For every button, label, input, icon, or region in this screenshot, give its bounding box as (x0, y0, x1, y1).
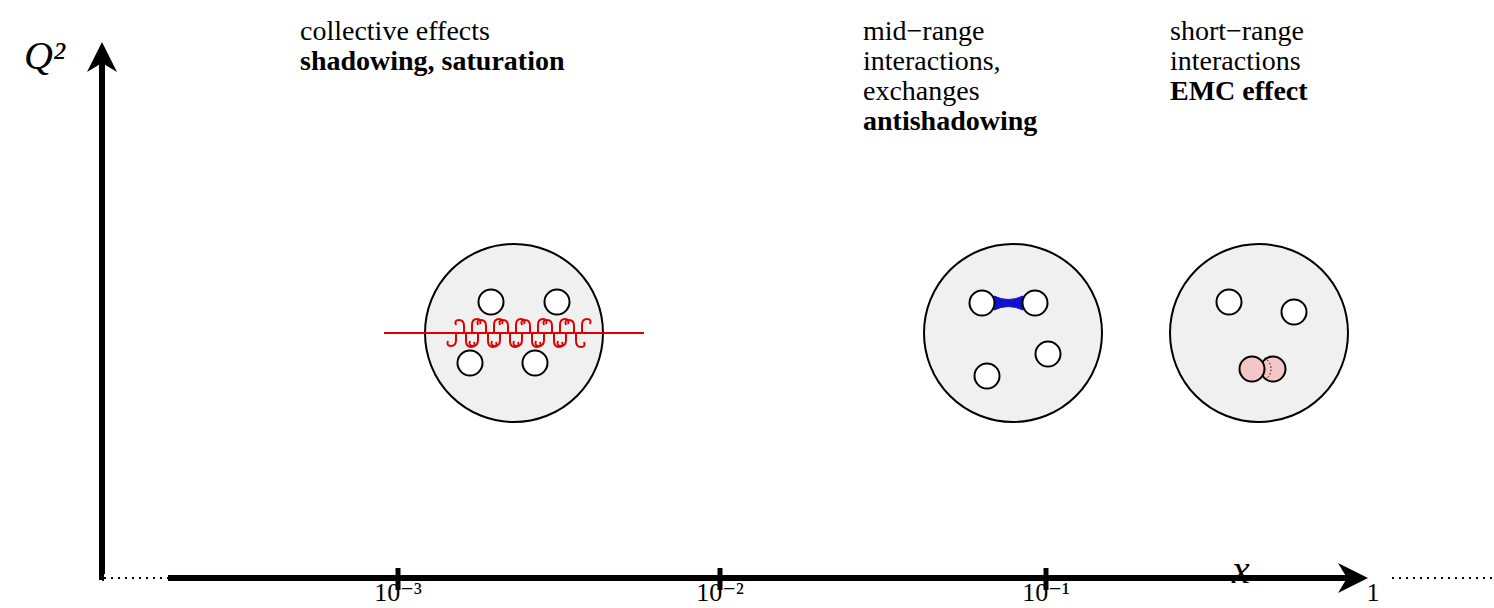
nucleon (1036, 342, 1061, 367)
effect-heading: collective effectsshadowing, saturation (300, 16, 600, 76)
y-axis (99, 48, 105, 580)
gluon-curl (576, 333, 585, 347)
gluon-curl (455, 320, 464, 333)
nucleon (523, 351, 548, 376)
gluon-curl (477, 320, 486, 333)
axis-dots (104, 577, 168, 579)
effect-heading: mid−range interactions, exchangesantisha… (863, 16, 1038, 136)
axis-label: Q² (24, 36, 65, 76)
effect-description: collective effects (300, 16, 600, 46)
gluon-curl (491, 333, 500, 346)
effect-name: antishadowing (863, 106, 1038, 136)
gluon-curl (565, 320, 574, 333)
gluon-curl (582, 319, 591, 333)
effect-description: mid−range interactions, exchanges (863, 16, 1038, 106)
nucleus-circle (1170, 244, 1348, 422)
effect-name: EMC effect (1170, 76, 1345, 106)
probe-line (384, 332, 644, 334)
nucleon (1023, 291, 1048, 316)
nucleus-shape (425, 244, 603, 422)
gluon-curl (535, 333, 544, 346)
axis-gap (104, 574, 168, 582)
nucleon (970, 291, 995, 316)
tick-label: 10⁻³ (374, 580, 422, 606)
nucleon (545, 290, 570, 315)
tick-label: 1 (1367, 580, 1380, 606)
nucleon (1240, 357, 1265, 382)
nucleus-node: mid−range interactions, exchangesantisha… (924, 244, 1102, 422)
gluon-curl (521, 320, 530, 333)
gluon-curl (499, 320, 508, 333)
axis-label: x (1232, 550, 1250, 590)
nucleus-shape (1170, 244, 1348, 422)
nucleon (1217, 290, 1242, 315)
meson-exchange (994, 296, 1023, 310)
nucleus-node: collective effectsshadowing, saturation (425, 244, 603, 422)
axis-dots (1392, 577, 1494, 579)
nucleon (975, 364, 1000, 389)
nucleus-node: short−range interactionsEMC effect (1170, 244, 1348, 422)
tick-label: 10⁻² (696, 580, 744, 606)
nucleon (479, 290, 504, 315)
overlap-arc (1265, 358, 1272, 380)
nucleus-shape (924, 244, 1102, 422)
effect-description: short−range interactions (1170, 16, 1345, 76)
nucleon (458, 351, 483, 376)
gluon-curl (469, 333, 478, 346)
nucleon (1282, 300, 1307, 325)
gluon-curl (557, 333, 566, 346)
gluon-curl (513, 333, 522, 346)
nucleus-circle (924, 244, 1102, 422)
effect-heading: short−range interactionsEMC effect (1170, 16, 1345, 106)
tick-label: 10⁻¹ (1022, 580, 1070, 606)
effect-name: shadowing, saturation (300, 46, 600, 76)
gluon-curl (543, 320, 552, 333)
gluon-curl (447, 333, 456, 346)
